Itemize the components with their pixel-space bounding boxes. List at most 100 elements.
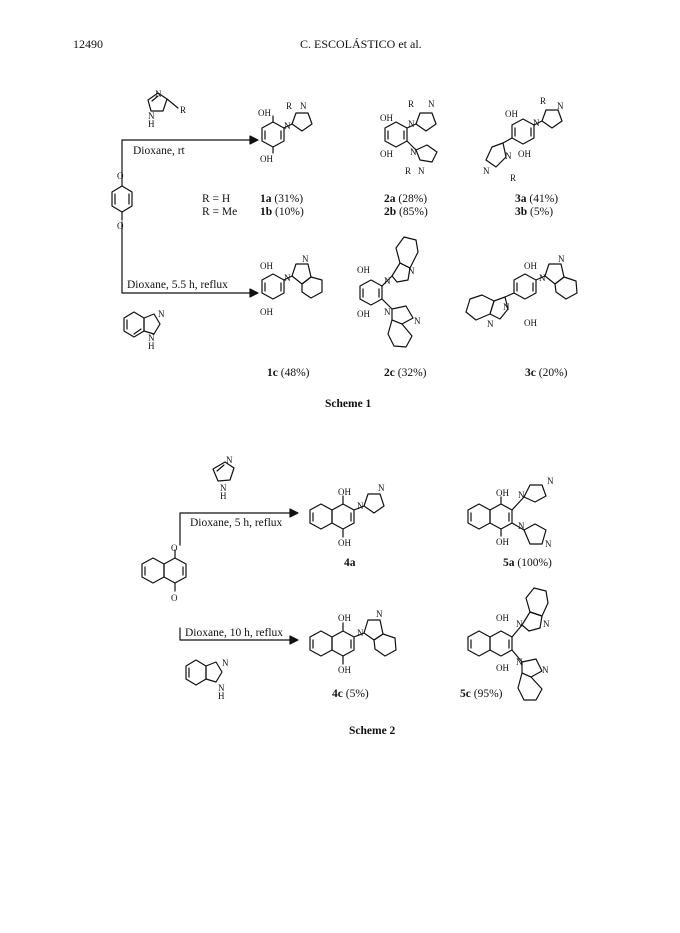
atom-label: N	[220, 483, 227, 493]
atom-label: H	[148, 341, 155, 351]
naphthoquinone-structure	[141, 549, 187, 592]
atom-label: N	[547, 476, 554, 486]
atom-label: N	[376, 609, 383, 619]
condition-dioxane-5h: Dioxane, 5 h, reflux	[190, 517, 283, 529]
atom-label: N	[518, 521, 525, 531]
compound-label-3b: 3b (5%)	[515, 206, 554, 218]
atom-label: N	[378, 483, 385, 493]
atom-label: OH	[338, 613, 351, 623]
atom-label: OH	[260, 261, 273, 271]
product-5c-structure	[467, 587, 549, 701]
atom-label: N	[218, 683, 225, 693]
compound-label-3c: 3c (20%)	[525, 367, 568, 379]
atom-label: N	[558, 254, 565, 264]
product-2c-structure	[359, 236, 419, 348]
product-1c-structure	[261, 263, 323, 300]
compound-label-5c: 5c (95%)	[460, 688, 503, 700]
r-equals-h: R = H	[202, 193, 231, 205]
imidazole-reagent-2-structure	[212, 461, 235, 482]
compound-label-1c: 1c (48%)	[267, 367, 310, 379]
atom-label: H	[220, 491, 227, 501]
atom-label: N	[414, 316, 421, 326]
atom-label: OH	[260, 154, 273, 164]
atom-label: OH	[496, 663, 509, 673]
atom-label: N	[543, 619, 550, 629]
compound-label-1b: 1b (10%)	[260, 206, 304, 218]
atom-label: OH	[258, 108, 271, 118]
atom-label: N	[539, 273, 546, 283]
atom-label: N	[302, 254, 309, 264]
product-4a-structure	[309, 493, 385, 538]
atom-label: N	[408, 119, 415, 129]
compound-label-2c: 2c (32%)	[384, 367, 427, 379]
scheme-2-caption: Scheme 2	[349, 725, 396, 737]
atom-label: N	[518, 490, 525, 500]
atom-label: OH	[380, 113, 393, 123]
atom-label: N	[428, 99, 435, 109]
atom-label: N	[357, 628, 364, 638]
atom-label: OH	[357, 265, 370, 275]
atom-label: OH	[338, 487, 351, 497]
atom-label: OH	[338, 538, 351, 548]
product-3-structure	[485, 109, 563, 168]
compound-label-3a: 3a (41%)	[515, 193, 559, 205]
benzoquinone-structure	[111, 177, 133, 221]
atom-label: N	[357, 501, 364, 511]
atom-label: R	[408, 99, 415, 109]
scheme-1-caption: Scheme 1	[325, 398, 372, 410]
atom-label: N	[408, 266, 415, 276]
atom-label: R	[180, 105, 187, 115]
benzimidazole-reagent-2-structure	[185, 659, 223, 686]
atom-label: N	[384, 307, 391, 317]
atom-label: N	[545, 539, 552, 549]
product-4c-structure	[309, 619, 397, 665]
atom-label: R	[510, 173, 517, 183]
product-2-structure	[384, 112, 438, 163]
atom-label: H	[218, 691, 225, 701]
atom-label: OH	[260, 307, 273, 317]
page-number: 12490	[73, 37, 103, 51]
compound-label-1a: 1a (31%)	[260, 193, 304, 205]
r-equals-me: R = Me	[202, 206, 238, 218]
imidazole-reagent-structure	[147, 92, 179, 112]
atom-label: N	[410, 147, 417, 157]
atom-label: N	[222, 658, 229, 668]
atom-label: N	[505, 151, 512, 161]
atom-label: N	[284, 273, 291, 283]
atom-label: OH	[338, 665, 351, 675]
atom-label: N	[148, 111, 155, 121]
atom-label: H	[148, 119, 155, 129]
atom-label: N	[557, 101, 564, 111]
atom-label: OH	[524, 318, 537, 328]
atom-label: N	[503, 302, 510, 312]
atom-label: R	[405, 166, 412, 176]
atom-label: R	[540, 96, 547, 106]
compound-label-2b: 2b (85%)	[384, 206, 428, 218]
atom-label: OH	[380, 149, 393, 159]
atom-label: OH	[357, 309, 370, 319]
atom-label: N	[384, 276, 391, 286]
atom-label: N	[516, 619, 523, 629]
condition-dioxane-reflux: Dioxane, 5.5 h, reflux	[127, 279, 228, 291]
atom-label: OH	[496, 537, 509, 547]
running-header-authors: C. ESCOLÁSTICO et al.	[300, 37, 422, 51]
benzimidazole-reagent-structure	[123, 311, 161, 338]
atom-label: N	[487, 319, 494, 329]
atom-label: N	[284, 121, 291, 131]
compound-label-4c: 4c (5%)	[332, 688, 369, 700]
atom-label: OH	[496, 613, 509, 623]
atom-label: OH	[496, 488, 509, 498]
product-5a-structure	[467, 484, 547, 545]
compound-label-2a: 2a (28%)	[384, 193, 428, 205]
atom-label: N	[418, 166, 425, 176]
condition-dioxane-rt: Dioxane, rt	[133, 145, 185, 157]
atom-label: O	[117, 171, 124, 181]
atom-label: OH	[524, 261, 537, 271]
compound-label-5a: 5a (100%)	[503, 557, 552, 569]
atom-label: N	[300, 101, 307, 111]
atom-label: N	[483, 166, 490, 176]
atom-label: N	[533, 118, 540, 128]
product-3c-structure	[465, 263, 578, 321]
atom-label: N	[226, 455, 233, 465]
